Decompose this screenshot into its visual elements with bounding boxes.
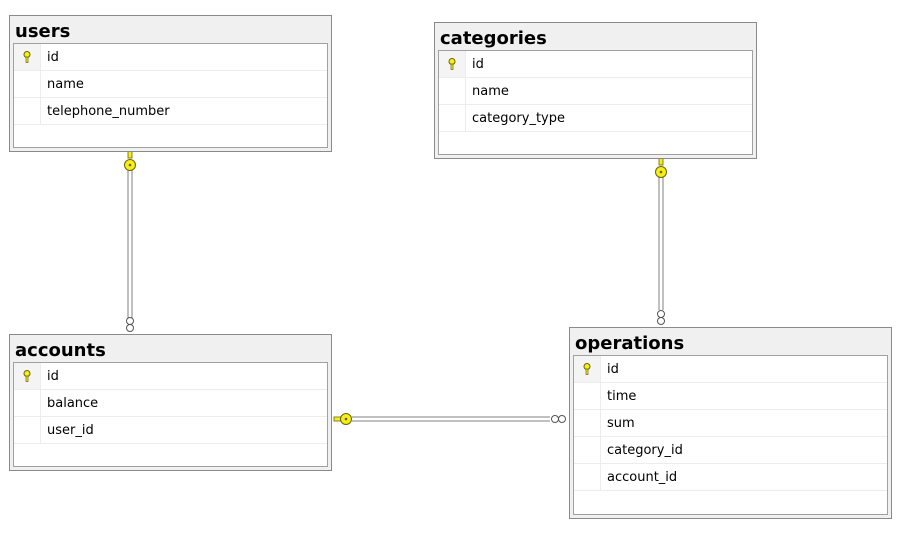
column-name: category_id <box>607 442 683 458</box>
primary-key-cell <box>439 51 466 77</box>
many-end-infinity-icon <box>551 415 566 423</box>
column-row[interactable]: account_id <box>574 464 887 491</box>
column-name: id <box>47 368 59 384</box>
column-row[interactable]: user_id <box>14 417 327 444</box>
column-row[interactable]: id <box>574 356 887 383</box>
primary-key-icon <box>23 370 31 382</box>
column-row[interactable]: category_id <box>574 437 887 464</box>
table-title: users <box>15 21 71 42</box>
column-grid: id name category_type <box>438 50 753 155</box>
column-name: id <box>607 361 619 377</box>
relationship-users-accounts[interactable] <box>124 150 136 332</box>
one-end-key-icon <box>124 150 136 171</box>
column-name: balance <box>47 395 99 411</box>
primary-key-icon <box>23 51 31 63</box>
column-row[interactable]: id <box>439 51 752 78</box>
many-end-infinity-icon <box>126 317 134 332</box>
column-row[interactable]: time <box>574 383 887 410</box>
primary-key-cell <box>574 356 601 382</box>
table-title: operations <box>575 333 685 354</box>
column-name: name <box>472 83 509 99</box>
relationship-accounts-operations[interactable] <box>333 413 566 425</box>
column-grid: id time sum category_id account_id <box>573 355 888 515</box>
primary-key-icon <box>448 58 456 70</box>
column-name: account_id <box>607 469 678 485</box>
column-grid: id balance user_id <box>13 362 328 467</box>
many-end-infinity-icon <box>657 310 665 325</box>
primary-key-cell <box>14 363 41 389</box>
table-operations[interactable]: operations id time sum category_id accou <box>569 327 892 519</box>
column-row[interactable]: category_type <box>439 105 752 132</box>
column-name: time <box>607 388 637 404</box>
table-title: categories <box>440 28 547 49</box>
column-name: sum <box>607 415 635 431</box>
column-row[interactable]: name <box>439 78 752 105</box>
column-row[interactable]: sum <box>574 410 887 437</box>
column-name: category_type <box>472 110 565 126</box>
table-categories[interactable]: categories id name category_type <box>434 22 757 159</box>
relationship-categories-operations[interactable] <box>655 157 667 325</box>
column-name: user_id <box>47 422 94 438</box>
column-name: id <box>47 49 59 65</box>
column-row[interactable]: telephone_number <box>14 98 327 125</box>
table-users[interactable]: users id name telephone_number <box>9 15 332 152</box>
primary-key-icon <box>583 363 591 375</box>
column-row[interactable]: name <box>14 71 327 98</box>
column-row[interactable]: id <box>14 44 327 71</box>
primary-key-cell <box>14 44 41 70</box>
one-end-key-icon <box>655 157 667 178</box>
column-name: id <box>472 56 484 72</box>
column-name: name <box>47 76 84 92</box>
table-accounts[interactable]: accounts id balance user_id <box>9 334 332 471</box>
column-row[interactable]: balance <box>14 390 327 417</box>
column-grid: id name telephone_number <box>13 43 328 148</box>
one-end-key-icon <box>333 413 352 425</box>
column-name: telephone_number <box>47 103 170 119</box>
table-title: accounts <box>15 340 106 361</box>
column-row[interactable]: id <box>14 363 327 390</box>
